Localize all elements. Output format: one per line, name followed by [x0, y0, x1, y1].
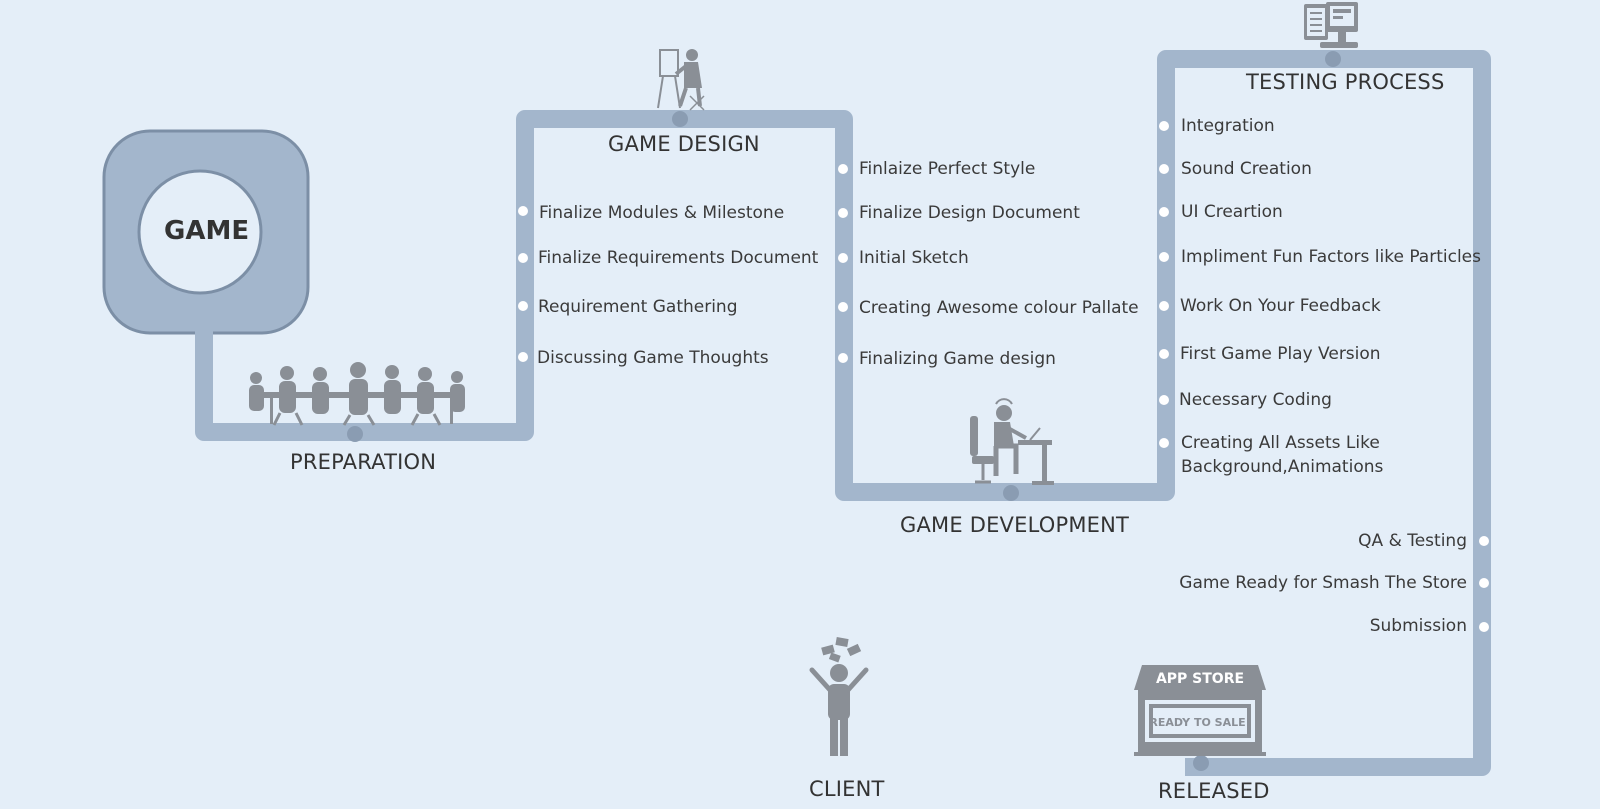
- client-money-icon: [809, 637, 869, 756]
- development-item: Necessary Coding: [1179, 390, 1332, 410]
- stage-testing-process: TESTING PROCESS: [1246, 70, 1445, 94]
- design-item: Finalizing Game design: [859, 349, 1056, 369]
- checklist-monitor-icon: [1304, 2, 1358, 48]
- stage-client: CLIENT: [809, 777, 885, 801]
- development-item: Creating All Assets Like: [1181, 433, 1380, 453]
- preparation-item: Requirement Gathering: [538, 297, 738, 317]
- development-dots: [1159, 121, 1169, 448]
- artist-easel-icon: [657, 49, 705, 111]
- preparation-item: Discussing Game Thoughts: [537, 348, 769, 368]
- development-item: Sound Creation: [1181, 159, 1312, 179]
- preparation-item: Finalize Requirements Document: [538, 248, 819, 268]
- app-store-title: APP STORE: [1156, 671, 1244, 687]
- development-item: Integration: [1181, 116, 1275, 136]
- testing-item: QA & Testing: [1358, 531, 1467, 551]
- development-item: Background,Animations: [1181, 457, 1384, 477]
- app-store-icon: APP STORE READY TO SALE!: [1134, 665, 1266, 756]
- preparation-item: Finalize Modules & Milestone: [539, 203, 785, 223]
- development-item: Impliment Fun Factors like Particles: [1181, 247, 1481, 267]
- process-path: [195, 50, 1491, 776]
- developer-desk-icon: [970, 398, 1054, 485]
- design-item: Finlaize Perfect Style: [859, 159, 1036, 179]
- meeting-people-icon: [249, 362, 465, 426]
- design-item: Creating Awesome colour Pallate: [859, 298, 1139, 318]
- stage-markers: [347, 51, 1341, 771]
- app-store-sign: READY TO SALE!: [1149, 716, 1250, 729]
- design-item: Initial Sketch: [859, 248, 969, 268]
- stage-game-development: GAME DEVELOPMENT: [900, 513, 1130, 537]
- development-item: First Game Play Version: [1180, 344, 1381, 364]
- stage-preparation: PREPARATION: [290, 450, 437, 474]
- testing-item: Submission: [1369, 616, 1467, 636]
- development-item: Work On Your Feedback: [1180, 296, 1381, 316]
- game-label: GAME: [164, 216, 250, 246]
- game-badge: [102, 129, 310, 335]
- design-dots: [838, 164, 848, 363]
- stage-released: RELEASED: [1158, 779, 1270, 803]
- testing-item: Game Ready for Smash The Store: [1179, 573, 1467, 593]
- preparation-dots: [518, 206, 528, 362]
- design-item: Finalize Design Document: [859, 203, 1080, 223]
- stage-game-design: GAME DESIGN: [608, 132, 760, 156]
- development-item: UI Creartion: [1181, 202, 1283, 222]
- testing-dots: [1479, 536, 1489, 632]
